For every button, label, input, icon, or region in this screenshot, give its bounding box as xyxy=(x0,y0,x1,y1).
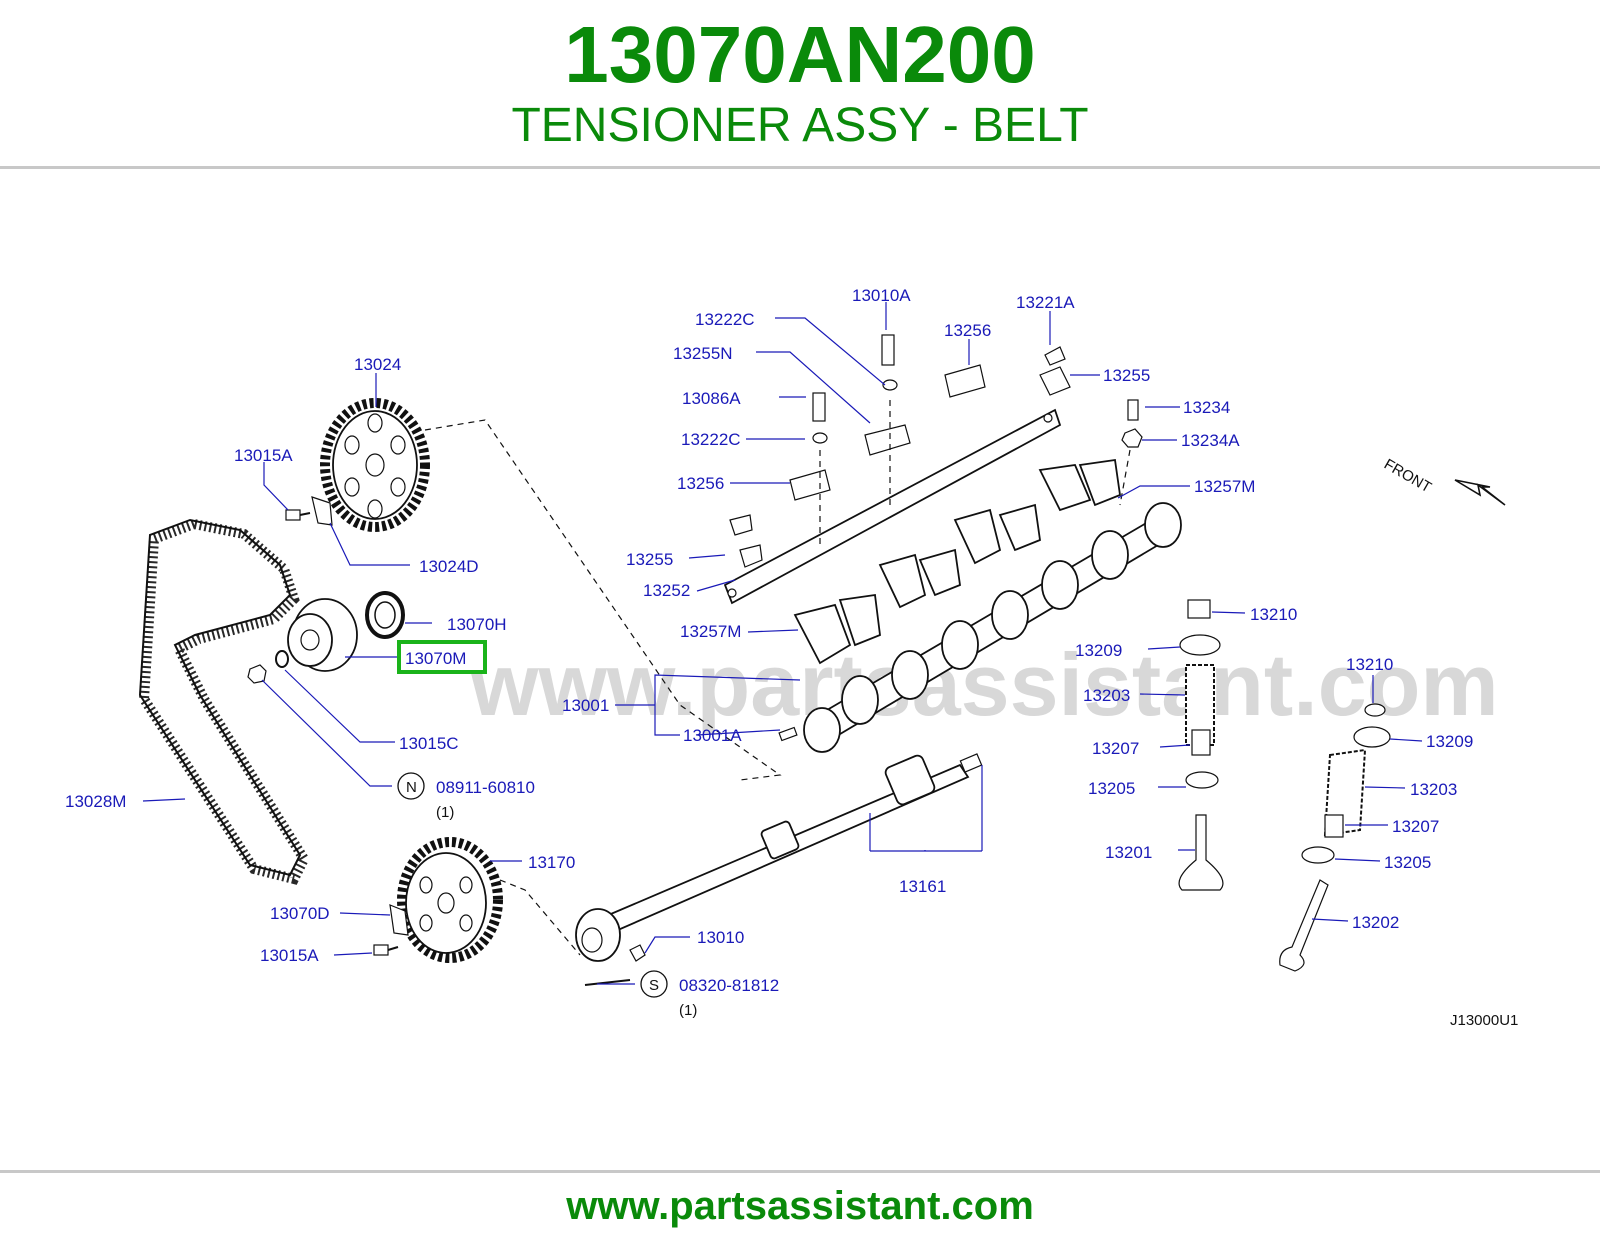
parts-diagram: www.partsassistant.com xyxy=(0,175,1600,1165)
label-13209-b: 13209 xyxy=(1426,732,1473,751)
label-13015A-bottom: 13015A xyxy=(260,946,319,965)
timing-belt-drawing xyxy=(138,518,310,885)
label-08911-qty: (1) xyxy=(436,804,454,821)
label-13010A: 13010A xyxy=(852,286,911,305)
label-13207-a: 13207 xyxy=(1092,739,1139,758)
footer-divider xyxy=(0,1170,1600,1173)
lower-shaft xyxy=(575,753,983,962)
highlighted-part-13070M[interactable]: 13070M xyxy=(397,640,487,674)
camshaft xyxy=(778,502,1182,753)
label-13205-a: 13205 xyxy=(1088,779,1135,798)
footer-website-link[interactable]: www.partsassistant.com xyxy=(566,1184,1034,1228)
label-13015C: 13015C xyxy=(399,734,459,753)
label-13001A: 13001A xyxy=(683,726,742,745)
label-13210-a: 13210 xyxy=(1250,605,1297,624)
label-13234A: 13234A xyxy=(1181,431,1240,450)
label-13256-top: 13256 xyxy=(944,321,991,340)
part-labels: 13024 13015A 13024D 13070H 13070M 13015C… xyxy=(65,286,1518,1029)
label-13015A-top: 13015A xyxy=(234,446,293,465)
note-symbol-S-text: S xyxy=(649,977,659,994)
valve-assembly-right xyxy=(1279,703,1391,972)
highlight-box xyxy=(397,640,487,674)
diagram-code: J13000U1 xyxy=(1450,1012,1518,1029)
label-13070D: 13070D xyxy=(270,904,330,923)
label-13222C-top: 13222C xyxy=(695,310,755,329)
label-13170: 13170 xyxy=(528,853,575,872)
shaft-fittings xyxy=(729,334,1143,568)
note-symbol-N-text: N xyxy=(406,779,417,796)
label-08320-81812: 08320-81812 xyxy=(679,976,779,995)
bolt-13015A-top xyxy=(285,496,333,526)
diagram-canvas: www.partsassistant.com xyxy=(65,286,1518,1029)
label-13257M-right: 13257M xyxy=(1194,477,1255,496)
label-08911-60810: 08911-60810 xyxy=(436,778,535,797)
header-divider xyxy=(0,166,1600,169)
tensioner-pulley xyxy=(247,591,405,684)
valve-assembly-left xyxy=(1178,599,1224,891)
label-13001: 13001 xyxy=(562,696,609,715)
label-13203-a: 13203 xyxy=(1083,686,1130,705)
watermark-text: www.partsassistant.com xyxy=(469,635,1499,734)
label-13205-b: 13205 xyxy=(1384,853,1431,872)
cam-sprocket-top xyxy=(320,398,430,532)
label-13255-right: 13255 xyxy=(1103,366,1150,385)
label-13221A: 13221A xyxy=(1016,293,1075,312)
label-13203-b: 13203 xyxy=(1410,780,1457,799)
label-13255-left: 13255 xyxy=(626,550,673,569)
rocker-arms-left xyxy=(793,503,1041,665)
label-13202: 13202 xyxy=(1352,913,1399,932)
label-13161: 13161 xyxy=(899,877,946,896)
alignment-dashes-upper xyxy=(424,419,782,781)
label-13209-a: 13209 xyxy=(1075,641,1122,660)
front-label: FRONT xyxy=(1381,456,1434,497)
label-13024: 13024 xyxy=(354,355,401,374)
leader-lines xyxy=(142,302,1423,985)
label-13070H: 13070H xyxy=(447,615,507,634)
page-header: 13070AN200 TENSIONER ASSY - BELT xyxy=(0,0,1600,170)
note-symbol-N xyxy=(397,772,425,800)
rocker-arms-right xyxy=(1038,458,1121,512)
part-name-subtitle: TENSIONER ASSY - BELT xyxy=(511,99,1089,152)
label-08320-qty: (1) xyxy=(679,1002,697,1019)
label-13201: 13201 xyxy=(1105,843,1152,862)
label-13257M-left: 13257M xyxy=(680,622,741,641)
label-13207-b: 13207 xyxy=(1392,817,1439,836)
label-13252: 13252 xyxy=(643,581,690,600)
label-13255N: 13255N xyxy=(673,344,733,363)
rocker-shaft xyxy=(723,408,1062,605)
front-direction-indicator: FRONT xyxy=(1381,456,1506,506)
cam-sprocket-bottom xyxy=(373,837,503,963)
label-13070M: 13070M xyxy=(405,649,466,668)
label-13222C-mid: 13222C xyxy=(681,430,741,449)
alignment-dashes-lower xyxy=(499,879,581,956)
label-13010: 13010 xyxy=(697,928,744,947)
note-symbol-S xyxy=(640,970,668,998)
label-13024D: 13024D xyxy=(419,557,479,576)
label-13210-b: 13210 xyxy=(1346,655,1393,674)
label-13256-left: 13256 xyxy=(677,474,724,493)
label-13028M: 13028M xyxy=(65,792,126,811)
part-number-title: 13070AN200 xyxy=(564,10,1036,99)
label-13234: 13234 xyxy=(1183,398,1230,417)
bracket-13010 xyxy=(584,944,646,986)
label-13086A: 13086A xyxy=(682,389,741,408)
